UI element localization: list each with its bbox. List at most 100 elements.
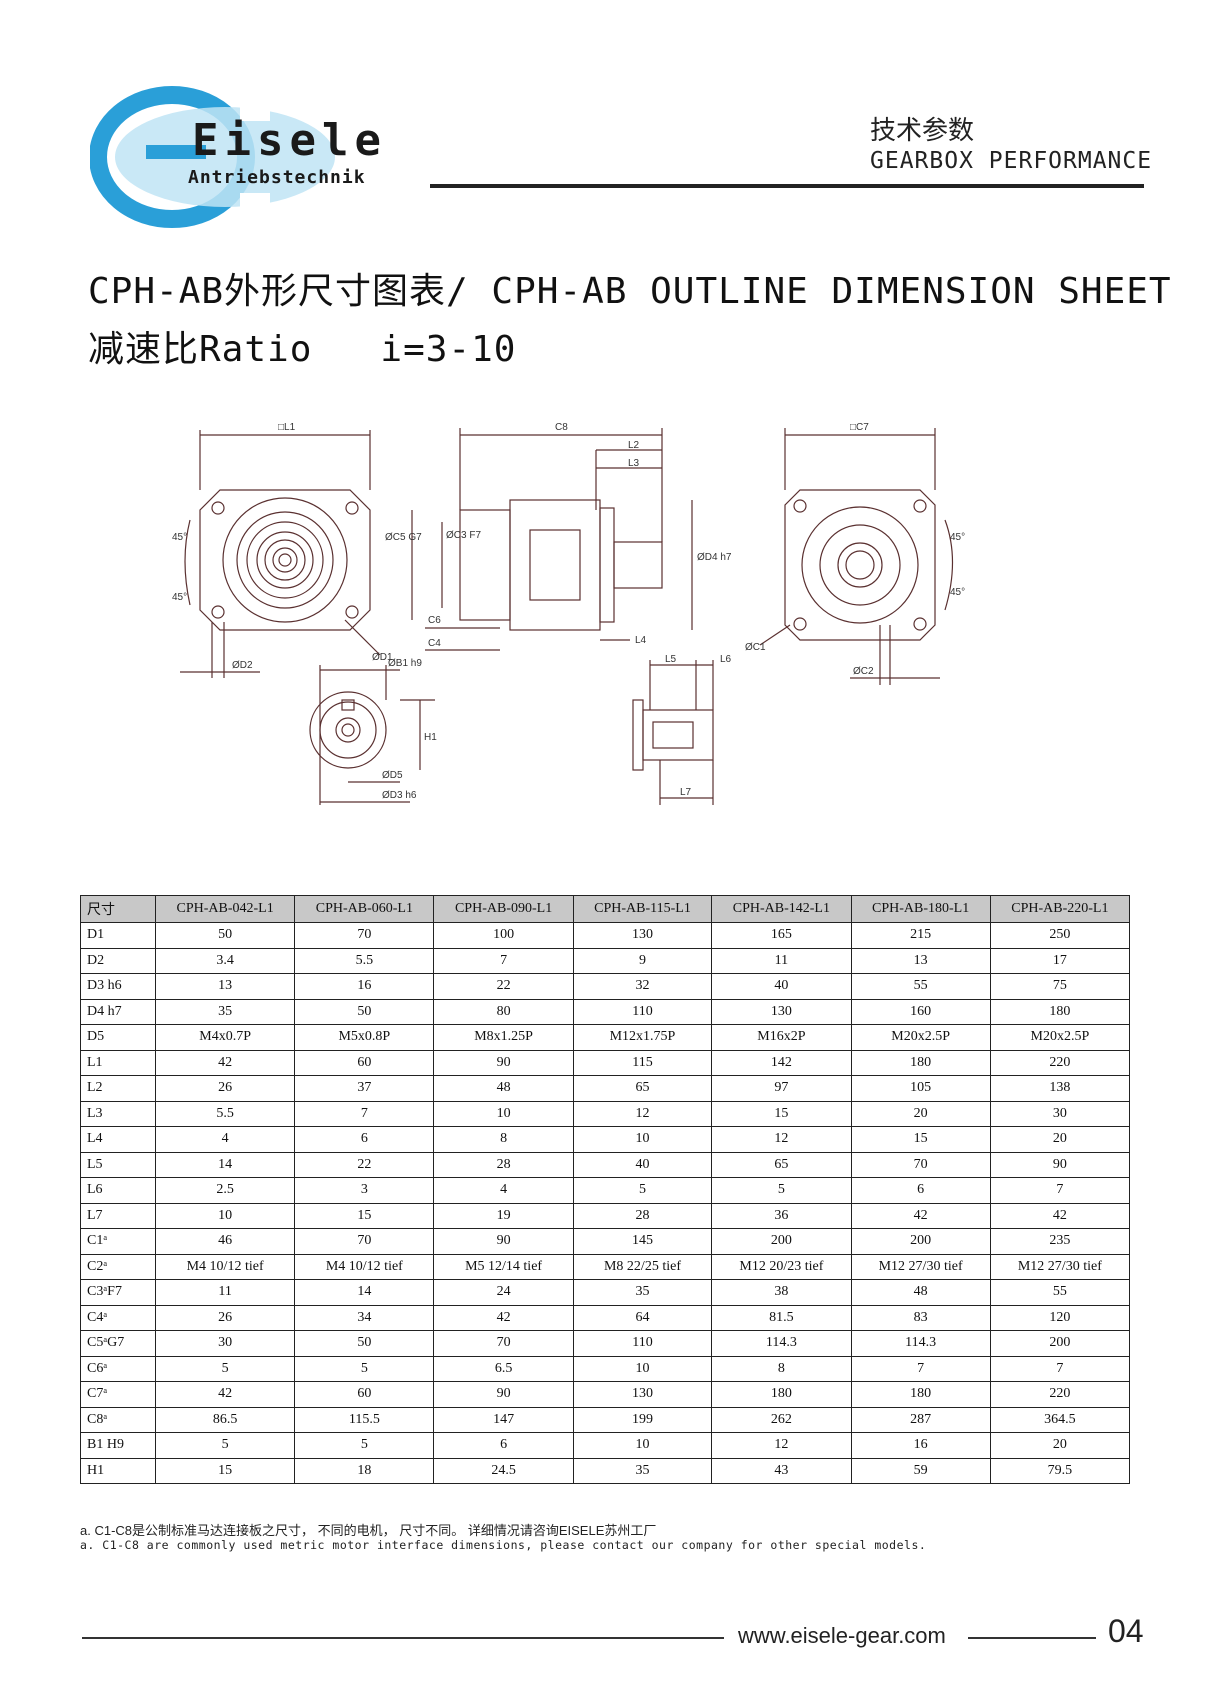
table-cell: M4 10/12 tief xyxy=(154,1253,296,1280)
table-cell: 180 xyxy=(989,998,1131,1025)
table-cell: 35 xyxy=(572,1279,713,1306)
table-cell: 160 xyxy=(850,998,991,1025)
table-cell: 28 xyxy=(433,1151,574,1178)
table-cell: 180 xyxy=(850,1049,991,1076)
row-label: B1 H9 xyxy=(80,1432,156,1459)
label-c5: ØC5 G7 xyxy=(385,532,422,543)
column-header-dimension: 尺寸 xyxy=(80,895,156,923)
table-cell: 10 xyxy=(572,1432,713,1459)
table-cell: 110 xyxy=(572,998,713,1025)
table-cell: 20 xyxy=(989,1432,1131,1459)
table-cell: 165 xyxy=(711,922,852,949)
row-label: C2ᵃ xyxy=(80,1253,156,1280)
table-cell: 114.3 xyxy=(850,1330,991,1357)
label-d1: ØD1 xyxy=(372,652,393,663)
table-cell: 250 xyxy=(989,922,1131,949)
table-cell: 50 xyxy=(294,1330,435,1357)
table-cell: 235 xyxy=(989,1228,1131,1255)
table-cell: 59 xyxy=(850,1457,991,1484)
table-cell: 6 xyxy=(294,1126,435,1153)
table-cell: 287 xyxy=(850,1406,991,1433)
label-l1: □L1 xyxy=(278,422,296,433)
row-label: C1ᵃ xyxy=(80,1228,156,1255)
table-cell: 42 xyxy=(154,1049,296,1076)
table-cell: 5 xyxy=(711,1177,852,1204)
table-cell: 100 xyxy=(433,922,574,949)
table-cell: M20x2.5P xyxy=(850,1024,991,1051)
table-cell: 180 xyxy=(850,1381,991,1408)
table-cell: 81.5 xyxy=(711,1304,852,1331)
label-d2: ØD2 xyxy=(232,660,253,671)
table-cell: 10 xyxy=(572,1355,713,1382)
table-cell: 38 xyxy=(711,1279,852,1306)
table-cell: 70 xyxy=(294,922,435,949)
table-cell: 115.5 xyxy=(294,1406,435,1433)
table-cell: 12 xyxy=(572,1100,713,1127)
column-header-model: CPH-AB-142-L1 xyxy=(711,895,852,923)
table-cell: 70 xyxy=(850,1151,991,1178)
label-l3: L3 xyxy=(628,458,640,469)
label-c6: C6 xyxy=(428,615,441,626)
label-front-angle-a: 45° xyxy=(172,532,187,543)
table-cell: 24.5 xyxy=(433,1457,574,1484)
column-header-model: CPH-AB-060-L1 xyxy=(294,895,435,923)
table-cell: 11 xyxy=(154,1279,296,1306)
table-cell: 5 xyxy=(154,1432,296,1459)
row-label: L1 xyxy=(80,1049,156,1076)
shaft-side-drawing xyxy=(632,660,714,805)
ratio-subtitle: 减速比Ratio i=3-10 xyxy=(88,329,517,370)
table-cell: 114.3 xyxy=(711,1330,852,1357)
table-cell: 7 xyxy=(294,1100,435,1127)
row-label: L6 xyxy=(80,1177,156,1204)
table-cell: 42 xyxy=(154,1381,296,1408)
table-cell: 19 xyxy=(433,1202,574,1229)
table-cell: 15 xyxy=(294,1202,435,1229)
table-cell: 130 xyxy=(572,922,713,949)
table-cell: 46 xyxy=(154,1228,296,1255)
table-cell: 70 xyxy=(433,1330,574,1357)
table-cell: 26 xyxy=(154,1304,296,1331)
table-cell: M16x2P xyxy=(711,1024,852,1051)
rear-view-drawing xyxy=(759,428,954,685)
table-cell: 90 xyxy=(433,1381,574,1408)
table-cell: 70 xyxy=(294,1228,435,1255)
table-cell: 145 xyxy=(572,1228,713,1255)
table-cell: 42 xyxy=(850,1202,991,1229)
table-cell: 32 xyxy=(572,973,713,1000)
table-cell: 13 xyxy=(154,973,296,1000)
table-cell: M4x0.7P xyxy=(154,1024,296,1051)
table-cell: 105 xyxy=(850,1075,991,1102)
table-cell: 24 xyxy=(433,1279,574,1306)
row-label: C3ᵃF7 xyxy=(80,1279,156,1306)
footer-website-link[interactable]: www.eisele-gear.com xyxy=(738,1623,946,1648)
table-cell: 5 xyxy=(572,1177,713,1204)
table-cell: 7 xyxy=(850,1355,991,1382)
table-cell: 90 xyxy=(433,1228,574,1255)
footer-divider-left xyxy=(82,1637,724,1639)
table-cell: 142 xyxy=(711,1049,852,1076)
table-cell: 147 xyxy=(433,1406,574,1433)
row-label: L4 xyxy=(80,1126,156,1153)
label-front-angle-b: 45° xyxy=(172,592,187,603)
table-cell: 60 xyxy=(294,1381,435,1408)
table-cell: 2.5 xyxy=(154,1177,296,1204)
table-cell: 22 xyxy=(433,973,574,1000)
table-cell: 90 xyxy=(989,1151,1131,1178)
table-cell: 120 xyxy=(989,1304,1131,1331)
table-cell: 4 xyxy=(433,1177,574,1204)
table-cell: 28 xyxy=(572,1202,713,1229)
table-cell: 180 xyxy=(711,1381,852,1408)
table-cell: 220 xyxy=(989,1381,1131,1408)
table-cell: 50 xyxy=(294,998,435,1025)
